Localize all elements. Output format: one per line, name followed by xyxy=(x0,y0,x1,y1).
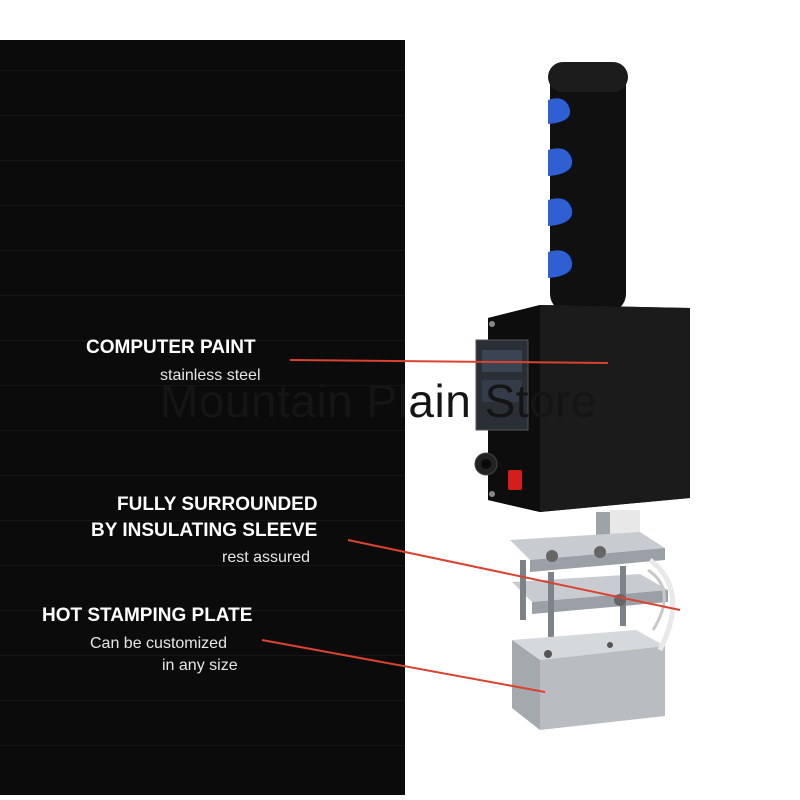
callout-subtitle-stainless-steel: stainless steel xyxy=(160,367,261,384)
dark-background-panel xyxy=(0,40,405,795)
leader-line-computer-paint xyxy=(289,359,609,364)
leader-line-hot-stamping-plate xyxy=(261,639,546,693)
callout-title-insulating-sleeve: BY INSULATING SLEEVE xyxy=(91,520,318,541)
foam-handle-grip xyxy=(548,62,628,312)
callout-title-computer-paint: COMPUTER PAINT xyxy=(86,337,256,358)
press-plates xyxy=(510,532,668,642)
store-watermark: Mountain Plain Store xyxy=(160,375,598,427)
leader-line-insulating-sleeve xyxy=(347,539,681,611)
callout-title-hot-stamping-plate: HOT STAMPING PLATE xyxy=(42,605,253,626)
callout-subtitle-customized: Can be customized xyxy=(90,635,227,652)
callout-subtitle-rest-assured: rest assured xyxy=(222,549,311,566)
hot-stamping-block xyxy=(512,630,665,730)
callout-subtitle-any-size: in any size xyxy=(162,657,238,674)
control-box xyxy=(474,305,690,512)
callout-title-fully-surrounded: FULLY SURROUNDED xyxy=(117,494,318,515)
